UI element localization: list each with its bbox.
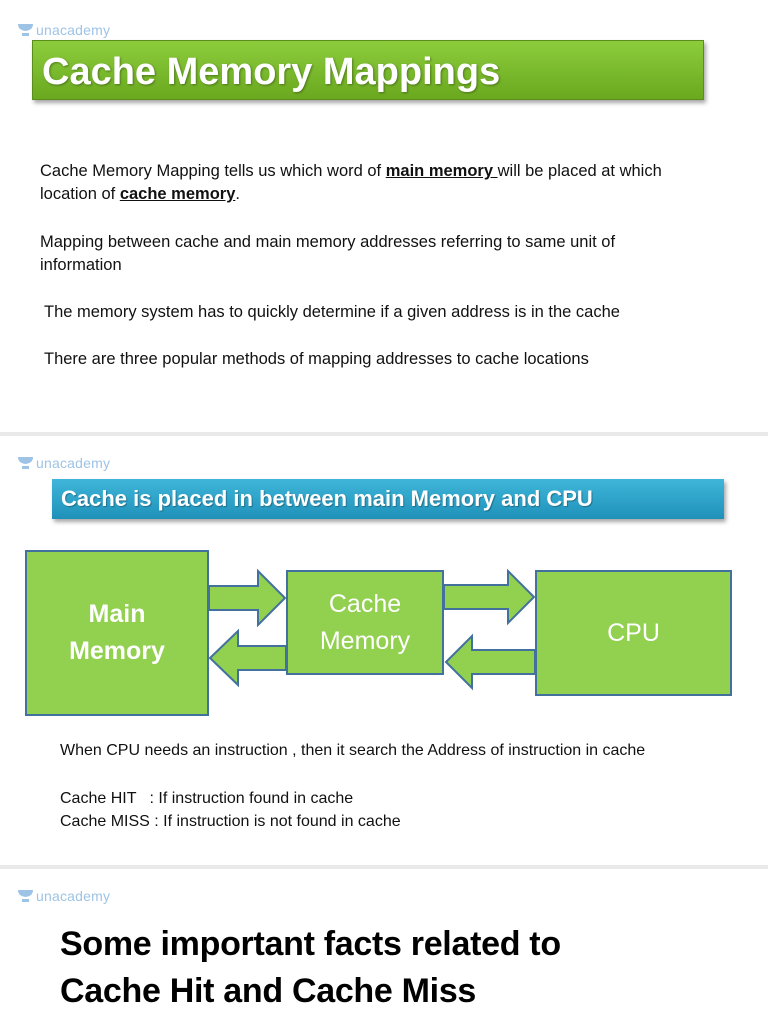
arrow-cache-to-cpu — [443, 568, 536, 626]
unacademy-logo-icon — [18, 456, 33, 469]
cache-hit-definition: Cache HIT : If instruction found in cach… — [60, 790, 354, 807]
slide-title: Cache Memory Mappings — [32, 40, 704, 100]
logo-text: unacademy — [36, 888, 111, 904]
unacademy-logo: unacademy — [18, 888, 110, 904]
main-memory-term: main memory — [385, 162, 498, 180]
slide-cache-memory-mappings: unacademy Cache Memory Mappings Cache Me… — [0, 0, 768, 432]
logo-text: unacademy — [36, 22, 111, 38]
diagram-arrows — [208, 568, 536, 691]
unacademy-logo: unacademy — [18, 22, 110, 38]
cache-memory-term: cache memory — [119, 185, 236, 203]
cache-miss-definition: Cache MISS : If instruction is not found… — [60, 813, 401, 830]
arrow-cache-to-main — [208, 628, 287, 688]
unacademy-logo-icon — [18, 23, 33, 36]
arrow-cpu-to-cache — [444, 633, 536, 691]
paragraph-memory-system: The memory system has to quickly determi… — [44, 303, 620, 321]
slide-title: Cache is placed in between main Memory a… — [52, 479, 724, 519]
paragraph-three-methods: There are three popular methods of mappi… — [44, 350, 589, 368]
paragraph-mapping-definition: Cache Memory Mapping tells us which word… — [40, 162, 662, 203]
cpu-search-note: When CPU needs an instruction , then it … — [60, 742, 646, 759]
arrow-main-to-cache — [208, 568, 287, 628]
slide-heading: Some important facts related to Cache Hi… — [60, 925, 561, 1010]
slide-cache-placement: unacademy Cache is placed in between mai… — [0, 436, 768, 865]
unacademy-logo-icon — [18, 889, 33, 902]
cpu-box: CPU — [535, 570, 732, 696]
slide-important-facts: unacademy Some important facts related t… — [0, 869, 768, 1024]
paragraph-mapping-between: Mapping between cache and main memory ad… — [40, 233, 616, 274]
unacademy-logo: unacademy — [18, 455, 110, 471]
logo-text: unacademy — [36, 455, 111, 471]
